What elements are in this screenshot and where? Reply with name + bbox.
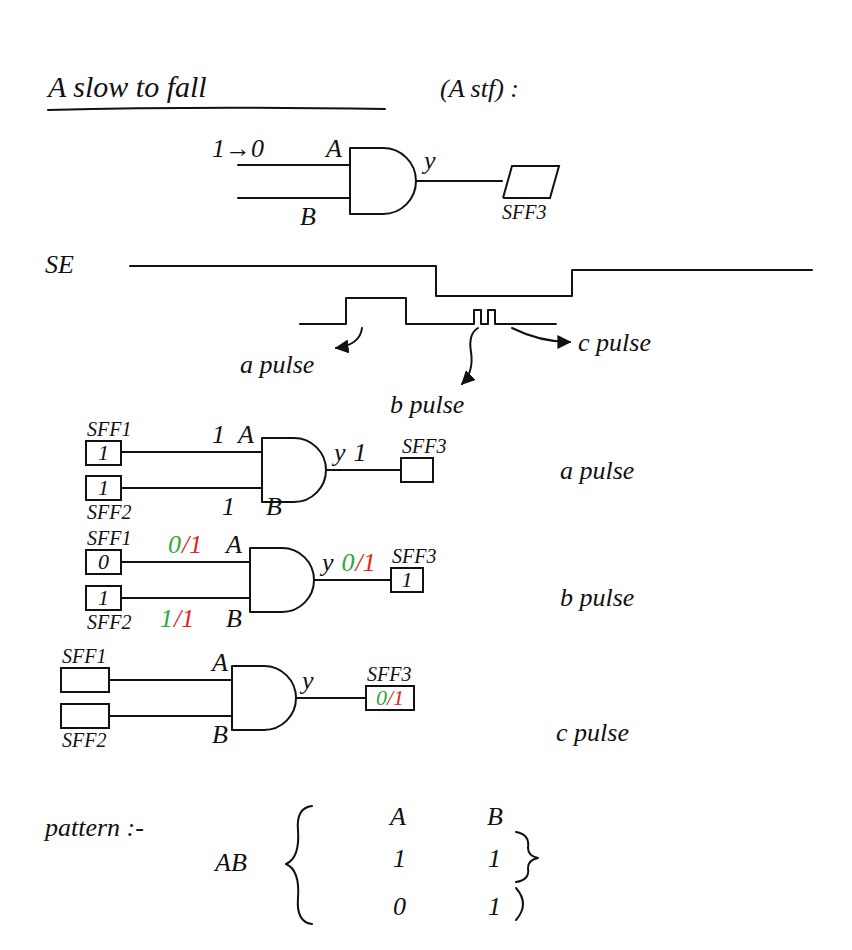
pin-name: y [424, 148, 436, 174]
pulse-label: b pulse [390, 392, 464, 418]
signal-value: y [334, 440, 346, 466]
signal-value: y [302, 668, 314, 694]
signal-value: /1 [182, 532, 202, 558]
signal-value: 0 [168, 532, 181, 558]
flip-flop-name: SFF1 [62, 646, 106, 666]
signal-value: b pulse [560, 585, 634, 611]
pattern-text: 1 [393, 846, 406, 872]
c-pulse-arrow [512, 328, 570, 342]
pattern-text: A [390, 804, 406, 830]
b-pulse-arrow [462, 328, 478, 384]
signal-value: y [322, 550, 334, 576]
pin-name: B [300, 204, 316, 230]
heading-note: (A stf) : [440, 76, 519, 102]
scan-flip-flop: SFF11 [85, 440, 122, 466]
flip-flop-name: SFF3 [367, 664, 411, 684]
wire-a [122, 561, 250, 563]
scan-flip-flop: SFF31 [390, 567, 424, 593]
signal-value: /1 [174, 606, 194, 632]
title-underline [48, 108, 385, 110]
flip-flop-name: SFF3 [392, 546, 436, 566]
flip-flop-value: 1 [402, 569, 413, 591]
a-pulse-arrow [336, 328, 362, 348]
pattern-text: pattern :- [45, 815, 144, 841]
signal-value: B [226, 606, 242, 632]
and-gate [250, 548, 314, 612]
signal-value: a pulse [560, 458, 634, 484]
scan-flip-flop: 1SFF2 [85, 475, 122, 501]
pulse-label: c pulse [578, 330, 651, 356]
and-gate [350, 148, 416, 214]
scan-flip-flop: 1SFF2 [85, 585, 122, 611]
flip-flop-name: SFF2 [87, 612, 131, 632]
signal-value: A [212, 650, 228, 676]
flip-flop-name: SFF3 [502, 202, 546, 222]
flip-flop-outline [503, 166, 559, 198]
pattern-text: 0 [393, 894, 406, 920]
pattern-text: 1 [488, 894, 501, 920]
wire-a [122, 451, 262, 453]
signal-value: A [226, 532, 242, 558]
signal-value: 1 [160, 606, 173, 632]
left-brace [286, 806, 312, 924]
wire-b [122, 597, 250, 599]
and-gate [262, 438, 326, 502]
signal-value: 1 [222, 494, 235, 520]
signal-value: B [266, 494, 282, 520]
pin-name: A [326, 136, 342, 162]
wire-a [238, 164, 350, 166]
flip-flop-name: SFF2 [62, 730, 106, 750]
flip-flop-value: 1 [98, 477, 109, 499]
signal-value: /1 [356, 550, 376, 576]
wire-b [122, 487, 262, 489]
wire-y [416, 180, 502, 182]
wire-y [296, 697, 365, 699]
wire-a [110, 679, 232, 681]
flip-flop-value: /1 [387, 687, 404, 709]
scan-flip-flop: SFF10 [85, 549, 122, 575]
pulse-label: a pulse [240, 352, 314, 378]
scan-flip-flop: SFF2 [60, 703, 110, 729]
scan-flip-flop: SFF3 [502, 165, 560, 199]
and-gate [232, 666, 296, 730]
flip-flop-name: SFF1 [87, 419, 131, 439]
pattern-text: AB [215, 850, 247, 876]
signal-name: SE [45, 252, 74, 278]
scan-flip-flop: SFF1 [60, 667, 110, 693]
wire-b [238, 197, 350, 199]
heading: A slow to fall [48, 72, 207, 102]
transition-note: 1→0 [212, 136, 264, 162]
signal-value: A [238, 422, 254, 448]
se-waveform [130, 266, 812, 296]
flip-flop-name: SFF1 [87, 528, 131, 548]
clock-pulses [300, 298, 556, 324]
flip-flop-value: 1 [98, 442, 109, 464]
flip-flop-value: 0 [98, 551, 109, 573]
right-paren [516, 888, 523, 920]
wire-y [314, 579, 390, 581]
signal-value: 1 [212, 422, 225, 448]
wire-y [326, 469, 400, 471]
pattern-text: B [487, 804, 503, 830]
flip-flop-value: 1 [98, 587, 109, 609]
scan-flip-flop: SFF3 [400, 457, 434, 483]
signal-value: 1 [354, 440, 367, 466]
pattern-text: 1 [488, 846, 501, 872]
signal-value: 0 [342, 550, 355, 576]
scan-flip-flop: SFF30/1 [365, 685, 415, 711]
flip-flop-name: SFF3 [402, 436, 446, 456]
flip-flop-value: 0 [376, 687, 387, 709]
wire-b [110, 715, 232, 717]
flip-flop-outline [502, 165, 560, 199]
right-brace [516, 832, 538, 882]
flip-flop-name: SFF2 [87, 502, 131, 522]
signal-value: B [212, 722, 228, 748]
signal-value: c pulse [556, 720, 629, 746]
